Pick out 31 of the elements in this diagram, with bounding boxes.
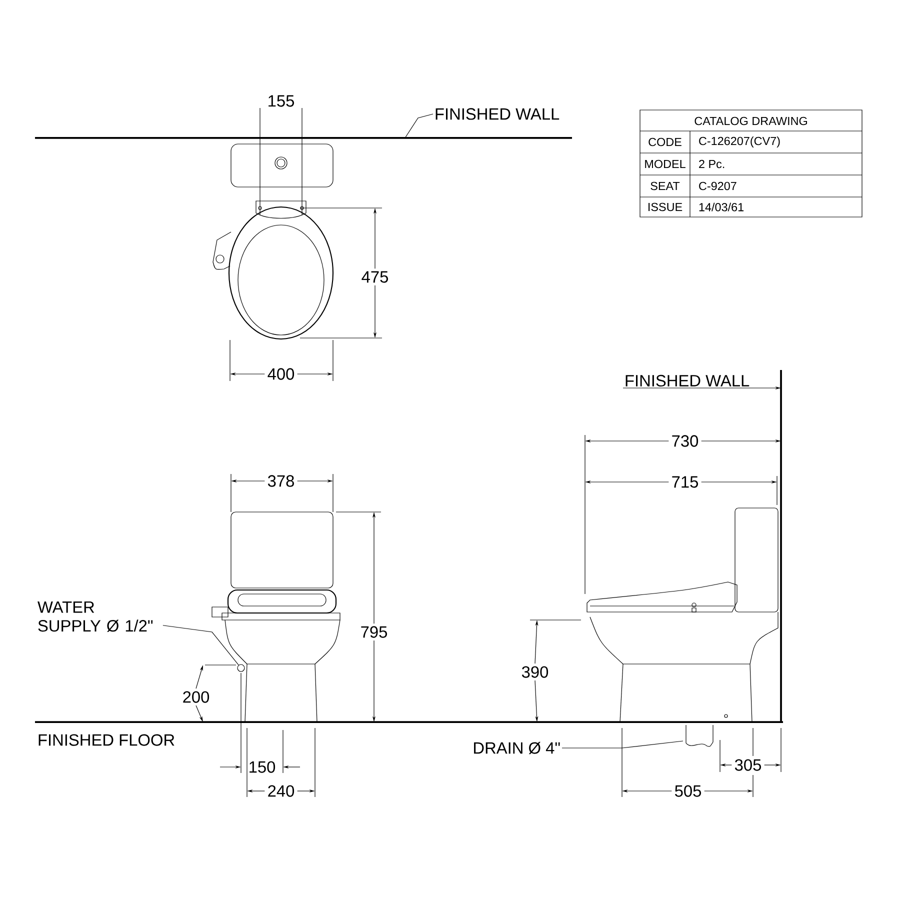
dimension-label: 150 — [250, 761, 276, 773]
dimension-label: 795 — [361, 626, 387, 638]
leader-line — [404, 114, 434, 138]
dimension-label: 240 — [268, 785, 294, 797]
table-cell: 2 Pc. — [699, 160, 724, 168]
dimension-label: 400 — [268, 368, 294, 380]
dimension-label: 475 — [362, 271, 388, 283]
leader-text: DRAIN Ø 4" — [474, 742, 560, 754]
dimension-label: 390 — [522, 666, 548, 678]
dimension-label: 730 — [672, 435, 698, 447]
table-cell: CODE — [648, 138, 682, 146]
dimension-label: 155 — [268, 95, 294, 107]
dimension-label: 200 — [183, 691, 210, 703]
leader-text: FINISHED WALL — [626, 374, 750, 387]
pipe-circle — [237, 664, 245, 672]
table-cell: 14/03/61 — [699, 202, 744, 212]
floor-label: FINISHED FLOOR — [38, 734, 174, 746]
table-cell: ISSUE — [648, 202, 682, 212]
leader-line — [562, 740, 684, 748]
dimension-label: 505 — [675, 785, 701, 797]
leader-line — [162, 625, 239, 666]
table-cell: C-9207 — [699, 182, 736, 190]
leader-text: WATER SUPPLY Ø 1/2" — [38, 601, 153, 632]
table-cell: SEAT — [650, 182, 680, 190]
dimension-label: 378 — [268, 475, 294, 487]
dimension-label: 305 — [734, 759, 761, 771]
dimension-label: 715 — [672, 476, 698, 488]
table-cell: C-126207(CV7) — [699, 136, 780, 148]
leader-text: FINISHED WALL — [436, 108, 560, 120]
table-cell: CATALOG DRAWING — [694, 116, 807, 126]
table-cell: MODEL — [645, 160, 686, 168]
